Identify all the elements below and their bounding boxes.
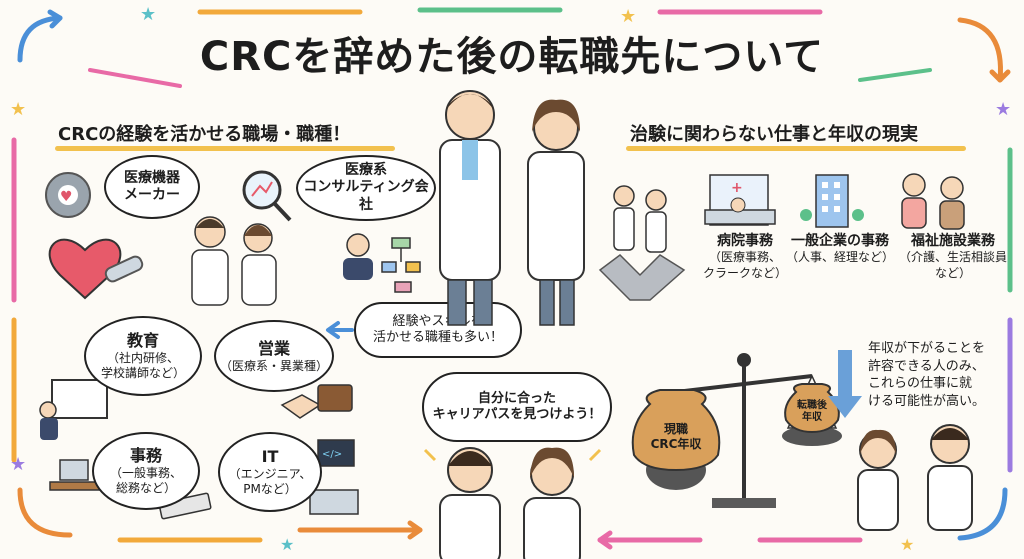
bubble-education: 教育 （社内研修、 学校講師など） — [84, 316, 202, 396]
female-doctor-figure — [527, 99, 585, 326]
svg-text:★: ★ — [280, 535, 294, 554]
svg-text:★: ★ — [995, 99, 1011, 120]
bubble-title: 営業 — [257, 338, 290, 358]
crossroad-doctors — [598, 185, 686, 301]
svg-text:+: + — [731, 180, 743, 196]
bag-new-salary: 転職後 年収 — [797, 400, 827, 423]
bag-current-salary: 現職 CRC年収 — [650, 422, 702, 451]
worried-doctors — [857, 424, 973, 531]
bubble-sales: 営業 （医療系・異業種） — [214, 320, 334, 392]
hospital-reception-icon: + — [704, 174, 776, 226]
job-sub: （人事、経理など） — [785, 250, 894, 265]
consultant-figure — [343, 233, 373, 280]
page-title: CRCを辞めた後の転職先について — [199, 34, 825, 80]
callout-career-path: 自分に合った キャリアパスを見つけよう！ — [422, 372, 612, 442]
money-bag-small-icon — [784, 383, 840, 434]
job-hospital-office: 病院事務 （医療事務、 クラークなど） — [690, 232, 800, 281]
job-title: 病院事務 — [717, 233, 773, 249]
svg-text:★: ★ — [140, 4, 156, 25]
bubble-title: IT — [261, 447, 279, 466]
bubble-it: IT （エンジニア、 PMなど） — [218, 432, 322, 512]
doctor-pair-left — [191, 216, 277, 306]
teacher-figure — [39, 379, 108, 440]
bubble-sub: （一般事務、 総務など） — [109, 466, 182, 495]
svg-text:♥: ♥ — [60, 189, 73, 205]
bubble-title: 医療系 — [345, 161, 387, 178]
bubble-sub: （社内研修、 学校講師など） — [100, 351, 185, 380]
male-doctor-figure — [439, 90, 501, 326]
bubble-title: 事務 — [129, 446, 162, 465]
bubble-title: 教育 — [126, 331, 159, 350]
magnifier-chart-icon — [242, 170, 292, 222]
down-arrow-icon — [828, 350, 862, 418]
caregiver-elderly-icon — [901, 173, 965, 230]
heart-icon — [48, 238, 122, 300]
svg-text:★: ★ — [620, 6, 636, 27]
salary-note: 年収が下がることを 許容できる人のみ、 これらの仕事に就 ける可能性が高い。 — [868, 341, 986, 409]
flowchart-icon — [381, 237, 421, 293]
right-section-heading: 治験に関わらない仕事と年収の現実 — [630, 124, 918, 145]
job-welfare: 福祉施設業務 （介護、生活相談員 など） — [888, 232, 1018, 281]
svg-text:</>: </> — [322, 449, 342, 460]
left-heading-underline — [55, 146, 395, 151]
bubble-sub: メーカー — [124, 187, 180, 203]
callout-skills: 経験やスキルを 活かせる職種も多い！ — [354, 302, 522, 358]
laptop-code-icon: </> — [309, 439, 359, 515]
right-heading-underline — [626, 146, 966, 151]
gear-icon: ♥ — [45, 172, 91, 218]
job-sub: （医療事務、 クラークなど） — [702, 250, 787, 280]
bubble-medical-device: 医療機器 メーカー — [104, 155, 200, 219]
smiling-doctors-bottom — [423, 447, 602, 559]
svg-text:★: ★ — [10, 454, 26, 475]
job-sub: （介護、生活相談員 など） — [898, 250, 1007, 280]
job-title: 福祉施設業務 — [911, 233, 995, 249]
left-section-heading: CRCの経験を活かせる職場・職種！ — [58, 124, 351, 145]
briefcase-icon — [317, 384, 353, 412]
bubble-medical-consulting: 医療系 コンサルティング会社 — [296, 155, 436, 221]
job-title: 一般企業の事務 — [791, 233, 889, 249]
job-general-office: 一般企業の事務 （人事、経理など） — [780, 232, 900, 266]
bubble-sub: （エンジニア、 PMなど） — [228, 467, 312, 496]
bubble-title: 医療機器 — [124, 169, 180, 186]
bubble-office: 事務 （一般事務、 総務など） — [92, 432, 200, 510]
svg-text:★: ★ — [10, 99, 26, 120]
office-building-icon — [800, 174, 864, 228]
bubble-sub: （医療系・異業種） — [219, 358, 328, 373]
money-bag-large-icon — [631, 389, 721, 472]
bubble-sub: コンサルティング会社 — [303, 179, 429, 213]
callout-text: 自分に合った キャリアパスを見つけよう！ — [432, 390, 602, 422]
stent-icon — [104, 255, 144, 283]
svg-text:★: ★ — [900, 535, 914, 554]
